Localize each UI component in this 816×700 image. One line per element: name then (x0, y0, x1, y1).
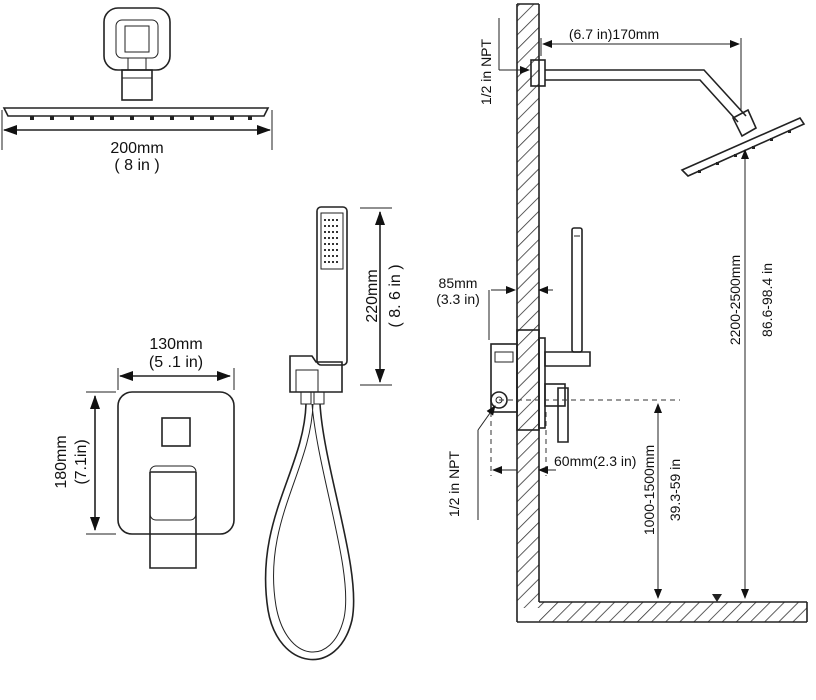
plate-width-in: (5 .1 in) (149, 354, 203, 371)
head-width-in: ( 8 in ) (114, 157, 159, 174)
head-height-in: 86.6-98.4 in (759, 263, 775, 337)
handshower-length-mm: 220mm (364, 269, 381, 322)
plate-height-in: (7.1in) (73, 439, 90, 484)
plate-height-mm: 180mm (53, 435, 70, 488)
hand-shower-assembly: 220mm ( 8. 6 in ) (264, 206, 404, 661)
arm-reach-label: (6.7 in)170mm (569, 26, 659, 42)
valve-height-mm: 1000-1500mm (641, 445, 657, 535)
plate-width-mm: 130mm (149, 336, 202, 353)
shower-head-top-view: 200mm ( 8 in ) (1, 7, 273, 174)
spray-face (324, 219, 340, 263)
handshower-length-in: ( 8. 6 in ) (387, 264, 404, 327)
body-depth-in: (3.3 in) (436, 291, 480, 307)
head-width-mm: 200mm (110, 140, 163, 157)
nozzle-row (30, 116, 252, 120)
wall (517, 4, 539, 608)
holder-hand-shower (571, 227, 583, 353)
body-depth-mm: 85mm (439, 275, 478, 291)
floor (539, 602, 807, 622)
valve-trim-plate: 130mm (5 .1 in) 180mm (7.1in) (53, 336, 235, 569)
valve-height-in: 39.3-59 in (667, 459, 683, 521)
wall-offset-label: 60mm(2.3 in) (554, 453, 636, 469)
top-inlet-label: 1/2 in NPT (478, 38, 494, 105)
installation-elevation: (6.7 in)170mm 1/2 in NPT 2200-2500mm 86.… (436, 3, 808, 623)
installed-shower-head (680, 116, 806, 177)
valve-inlet-label: 1/2 in NPT (446, 450, 462, 517)
head-height-mm: 2200-2500mm (727, 255, 743, 345)
